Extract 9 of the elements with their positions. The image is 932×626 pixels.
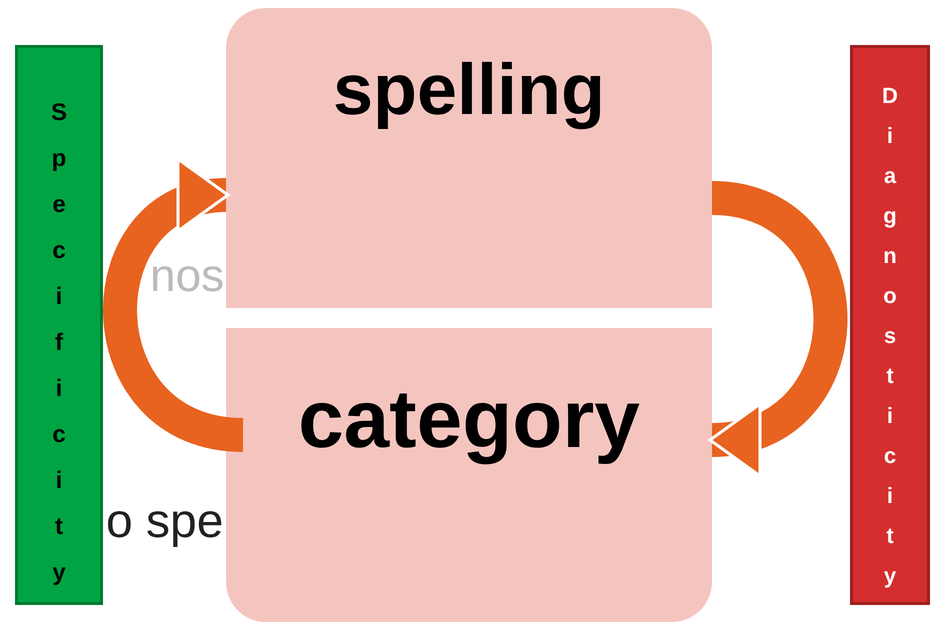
vertical-label: Specificity	[50, 98, 67, 588]
background-text: o spe	[106, 498, 224, 546]
vertical-label: Diagnosticity	[882, 82, 898, 590]
vertical-bar	[850, 45, 930, 605]
box-title: category	[298, 373, 640, 467]
rounded-box	[226, 328, 712, 622]
rounded-box	[226, 8, 712, 308]
vertical-bar	[15, 45, 103, 605]
box-title: spelling	[332, 49, 606, 132]
